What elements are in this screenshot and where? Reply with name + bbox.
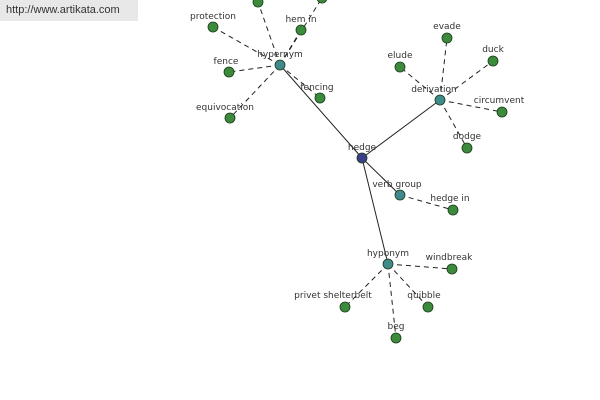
edge-center-hyponym	[361, 157, 389, 265]
source-link[interactable]: http://www.artikata.com	[0, 0, 138, 21]
edge-hypernym-fencing	[279, 64, 321, 99]
hub-node-hypernym[interactable]	[274, 59, 286, 71]
center-label[interactable]: hedge	[348, 143, 377, 153]
leaf-node-fence[interactable]	[223, 66, 235, 78]
partial-leaf-node[interactable]	[316, 0, 328, 4]
edge-center-derivation	[361, 99, 441, 159]
edge-center-hypernym	[279, 64, 363, 159]
leaf-label-windbreak[interactable]: windbreak	[426, 253, 474, 263]
leaf-label-beg[interactable]: beg	[388, 322, 405, 332]
leaf-node-circumvent[interactable]	[496, 106, 508, 118]
leaf-label-circumvent[interactable]: circumvent	[474, 96, 525, 106]
leaf-label-hem-in[interactable]: hem in	[285, 15, 316, 25]
hub-label-verb-group[interactable]: verb group	[372, 180, 422, 190]
leaf-node-beg[interactable]	[390, 332, 402, 344]
edge-hyponym-windbreak	[387, 263, 453, 270]
partial-leaf-edge	[257, 1, 281, 66]
partial-leaf-node[interactable]	[252, 0, 264, 8]
leaf-node-equivocation[interactable]	[224, 112, 236, 124]
center-node-hedge[interactable]	[356, 152, 368, 164]
leaf-label-fencing[interactable]: fencing	[300, 83, 333, 93]
leaf-label-privet-shelterbelt[interactable]: privet shelterbelt	[294, 291, 372, 301]
leaf-node-dodge[interactable]	[461, 142, 473, 154]
edge-hypernym-hem-in	[279, 29, 302, 66]
edge-verb-group-hedge-in	[399, 194, 454, 211]
leaf-node-hem-in[interactable]	[295, 24, 307, 36]
edge-hypernym-equivocation	[229, 64, 281, 119]
leaf-label-elude[interactable]: elude	[388, 51, 413, 61]
edge-derivation-dodge	[439, 99, 468, 149]
nodes-layer	[207, 0, 508, 344]
edge-hyponym-privet-shelterbelt	[344, 263, 389, 308]
edges-layer	[212, 0, 503, 339]
leaf-label-quibble[interactable]: quibble	[407, 291, 441, 301]
hub-label-hyponym[interactable]: hyponym	[367, 249, 409, 259]
leaf-label-duck[interactable]: duck	[482, 45, 504, 55]
edge-hyponym-beg	[387, 263, 397, 339]
hub-label-derivation[interactable]: derivation	[411, 85, 457, 95]
hub-node-hyponym[interactable]	[382, 258, 394, 270]
leaf-label-evade[interactable]: evade	[433, 22, 461, 32]
leaf-node-fencing[interactable]	[314, 92, 326, 104]
leaf-label-protection[interactable]: protection	[190, 12, 236, 22]
labels-layer: protection hem in fence fencing equivocation…	[190, 12, 525, 332]
edge-derivation-circumvent	[439, 99, 503, 113]
leaf-node-privet-shelterbelt[interactable]	[339, 301, 351, 313]
edge-center-verb-group	[361, 157, 401, 196]
leaf-node-hedge-in[interactable]	[447, 204, 459, 216]
leaf-node-protection[interactable]	[207, 21, 219, 33]
hub-node-derivation[interactable]	[434, 94, 446, 106]
edge-hypernym-protection	[212, 26, 281, 66]
hub-label-hypernym[interactable]: hypernym	[257, 50, 303, 60]
leaf-label-dodge[interactable]: dodge	[453, 132, 482, 142]
edge-hyponym-quibble	[387, 263, 429, 308]
leaf-node-windbreak[interactable]	[446, 263, 458, 275]
leaf-label-equivocation[interactable]: equivocation	[196, 103, 254, 113]
leaf-node-evade[interactable]	[441, 32, 453, 44]
leaf-node-duck[interactable]	[487, 55, 499, 67]
leaf-label-hedge-in[interactable]: hedge in	[430, 194, 469, 204]
leaf-node-elude[interactable]	[394, 61, 406, 73]
hub-node-verb-group[interactable]	[394, 189, 406, 201]
edge-derivation-elude	[399, 66, 441, 101]
leaf-node-quibble[interactable]	[422, 301, 434, 313]
edge-derivation-evade	[439, 37, 448, 101]
edge-derivation-duck	[439, 60, 494, 101]
leaf-label-fence[interactable]: fence	[214, 57, 239, 67]
